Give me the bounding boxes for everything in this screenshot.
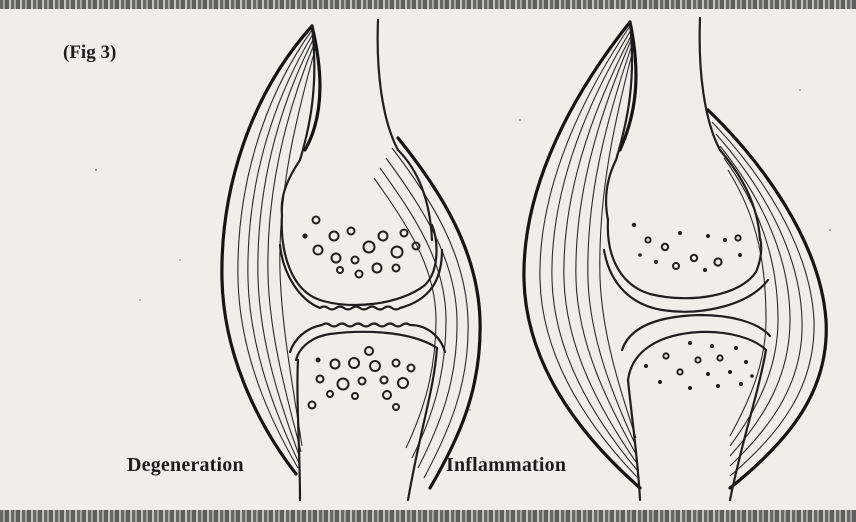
inflammation-upper-bone-left-edge xyxy=(606,22,632,220)
degeneration-left-capsule xyxy=(222,26,320,474)
degeneration-right-capsule xyxy=(374,138,480,488)
inflammation-lower-bone-head xyxy=(628,332,766,380)
degeneration-upper-bone-right-edge xyxy=(378,20,432,240)
degeneration-label: Degeneration xyxy=(127,454,244,477)
degeneration-joint-illustration xyxy=(222,20,480,500)
degeneration-lower-bone-head xyxy=(296,332,437,360)
inflammation-label: Inflammation xyxy=(446,454,566,477)
inflammation-left-capsule xyxy=(524,22,640,488)
degeneration-lower-pores xyxy=(309,347,415,410)
inflammation-upper-bone-head xyxy=(608,220,761,298)
inflammation-right-capsule xyxy=(708,110,826,488)
degeneration-upper-pores xyxy=(302,217,419,278)
inflammation-upper-pores xyxy=(632,223,742,272)
inflammation-lower-pores xyxy=(644,341,754,390)
inflammation-joint-illustration xyxy=(524,18,826,500)
inflammation-upper-bone-right-edge xyxy=(700,18,760,240)
